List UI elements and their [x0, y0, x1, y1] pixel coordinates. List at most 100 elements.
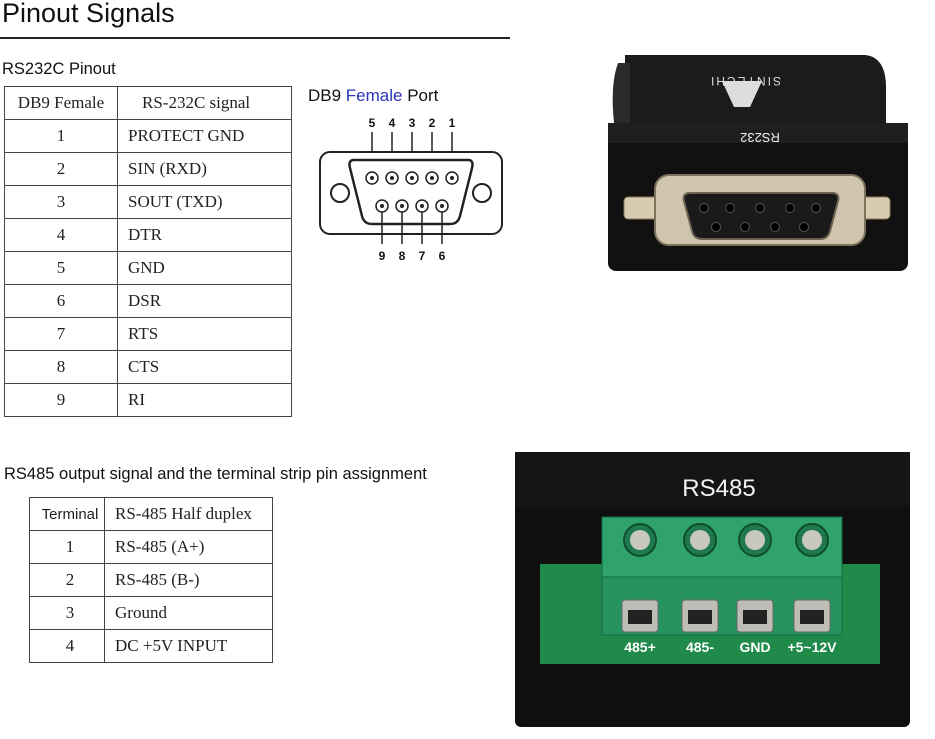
- pin-dot-icon: [410, 176, 414, 180]
- screw-head-icon: [690, 530, 710, 550]
- screw-head-icon: [745, 530, 765, 550]
- pin-number-cell: 2: [29, 563, 105, 597]
- db9-socket-body: [348, 158, 474, 226]
- column-header: RS-232C signal: [117, 86, 292, 120]
- adapter-housing-top: [515, 452, 910, 507]
- pin-number-label: 7: [419, 249, 426, 263]
- pin-number-cell: 3: [4, 185, 118, 219]
- rs485-heading: RS485 output signal and the terminal str…: [4, 465, 427, 483]
- pin-number-label: 8: [399, 249, 406, 263]
- terminal-label: GND: [739, 639, 770, 655]
- pin-hole-icon: [711, 222, 721, 232]
- wire-entry-icon: [800, 610, 824, 624]
- db9-title-suffix: Port: [402, 86, 439, 105]
- pin-number-cell: 9: [4, 383, 118, 417]
- pin-number-cell: 4: [29, 629, 105, 663]
- pin-number-cell: 5: [4, 251, 118, 285]
- pin-dot-icon: [400, 204, 404, 208]
- pin-number-label: 9: [379, 249, 386, 263]
- adapter-housing-edge: [608, 123, 908, 143]
- pin-number-cell: 7: [4, 317, 118, 351]
- pin-number-cell: 6: [4, 284, 118, 318]
- signal-name-cell: GND: [117, 251, 292, 285]
- terminal-label: +5~12V: [787, 639, 837, 655]
- adapter-housing-side: [612, 63, 630, 123]
- signal-name-cell: RS-485 (A+): [104, 530, 273, 564]
- rs485-adapter-photo: RS485 485+ 485- GND +5~12V: [515, 452, 910, 727]
- rs232-heading: RS232C Pinout: [2, 60, 116, 78]
- screw-head-icon: [630, 530, 650, 550]
- pin-number-label: 3: [409, 116, 416, 130]
- column-header: Terminal: [29, 497, 105, 531]
- mounting-hole-icon: [330, 183, 350, 203]
- table-header-row: Terminal RS-485 Half duplex: [29, 497, 273, 531]
- pin-number-label: 1: [449, 116, 456, 130]
- pin-dot-icon: [370, 176, 374, 180]
- mounting-hole-icon: [472, 183, 492, 203]
- wire-entry-icon: [688, 610, 712, 624]
- rs485-label-text: RS485: [682, 475, 755, 502]
- table-header-row: DB9 Female RS-232C signal: [4, 86, 292, 120]
- db9-title-prefix: DB9: [308, 86, 346, 105]
- pin-hole-icon: [740, 222, 750, 232]
- db9-title-highlight: Female: [345, 86, 403, 105]
- pin-dot-icon: [420, 204, 424, 208]
- pin-dot-icon: [450, 176, 454, 180]
- signal-name-cell: SOUT (TXD): [117, 185, 292, 219]
- pin-number-cell: 1: [29, 530, 105, 564]
- pin-hole-icon: [725, 203, 735, 213]
- pin-dot-icon: [430, 176, 434, 180]
- signal-name-cell: DTR: [117, 218, 292, 252]
- pin-hole-icon: [811, 203, 821, 213]
- screw-head-icon: [802, 530, 822, 550]
- pin-number-cell: 3: [29, 596, 105, 630]
- pin-number-label: 4: [389, 116, 396, 130]
- wire-entry-icon: [743, 610, 767, 624]
- pin-number-cell: 1: [4, 119, 118, 153]
- pin-hole-icon: [785, 203, 795, 213]
- signal-name-cell: RTS: [117, 317, 292, 351]
- terminal-label: 485+: [624, 639, 656, 655]
- wire-entry-icon: [628, 610, 652, 624]
- db9-diagram-title: DB9 Female Port: [308, 86, 438, 106]
- pin-dot-icon: [440, 204, 444, 208]
- column-header: RS-485 Half duplex: [104, 497, 273, 531]
- terminal-label: 485-: [686, 639, 714, 655]
- signal-name-cell: RS-485 (B-): [104, 563, 273, 597]
- brand-logo-icon: [722, 81, 762, 107]
- pin-hole-icon: [755, 203, 765, 213]
- pin-number-cell: 2: [4, 152, 118, 186]
- pin-dot-icon: [390, 176, 394, 180]
- pin-hole-icon: [799, 222, 809, 232]
- signal-name-cell: RI: [117, 383, 292, 417]
- signal-name-cell: CTS: [117, 350, 292, 384]
- page-title: Pinout Signals: [2, 0, 175, 28]
- signal-name-cell: PROTECT GND: [117, 119, 292, 153]
- title-divider: [0, 37, 510, 39]
- pin-number-label: 5: [369, 116, 376, 130]
- db9-socket: [682, 192, 840, 240]
- pin-number-cell: 8: [4, 350, 118, 384]
- signal-name-cell: DSR: [117, 284, 292, 318]
- signal-name-cell: DC +5V INPUT: [104, 629, 273, 663]
- rs232-label-text: RS232: [740, 130, 780, 145]
- pin-number-label: 6: [439, 249, 446, 263]
- pin-number-label: 2: [429, 116, 436, 130]
- pin-number-cell: 4: [4, 218, 118, 252]
